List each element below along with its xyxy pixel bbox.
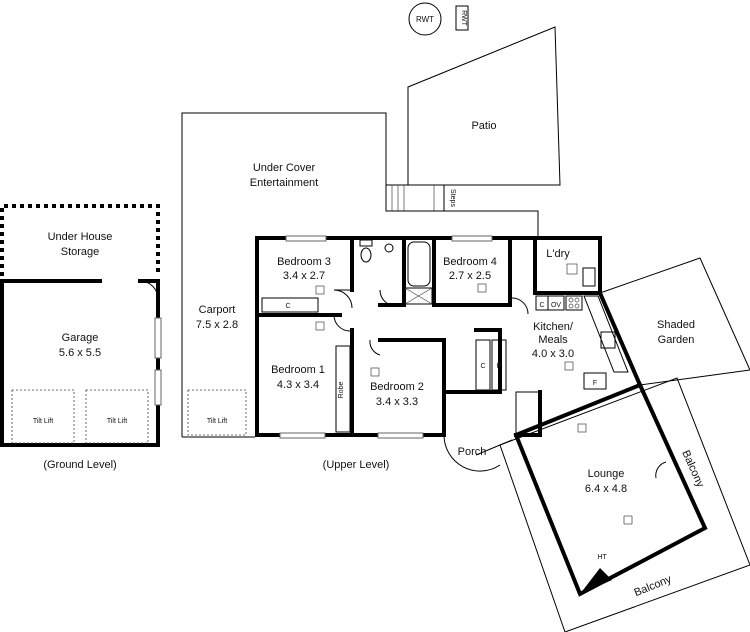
ground-level-caption: (Ground Level) xyxy=(43,459,116,471)
under-house-storage-outline xyxy=(0,204,160,276)
bedroom2-dims: 3.4 x 3.3 xyxy=(376,396,418,408)
upper-level-caption: (Upper Level) xyxy=(323,459,390,471)
garage-tilt-lift-2-label: Tilt Lift xyxy=(107,418,127,425)
garage-label: Garage xyxy=(62,332,99,344)
garage-walls xyxy=(0,279,160,447)
bedroom1-label: Bedroom 1 xyxy=(271,364,325,376)
carport-tilt-lift xyxy=(187,389,247,436)
bedroom4-label: Bedroom 4 xyxy=(443,256,497,268)
undercover-label-1: Under Cover xyxy=(253,162,316,174)
rwt-box-label: RWT xyxy=(460,10,467,27)
kitchen-label-2: Meals xyxy=(538,334,568,346)
robe-label: Robe xyxy=(338,382,345,399)
under-house-label-2: Storage xyxy=(61,246,100,258)
shaded-garden-label-1: Shaded xyxy=(657,319,695,331)
garage-tilt-lift-2 xyxy=(85,389,149,444)
undercover-outline xyxy=(181,112,539,437)
steps-label: Steps xyxy=(449,189,456,207)
rwt-tank-circle xyxy=(408,2,442,36)
lounge-walls xyxy=(513,382,708,597)
heater-label: HT xyxy=(597,554,607,561)
laundry-walls xyxy=(533,236,602,267)
lounge-label: Lounge xyxy=(588,468,625,480)
balcony-outline xyxy=(499,377,750,632)
porch-label: Porch xyxy=(458,446,487,458)
laundry-label: L'dry xyxy=(546,248,570,260)
sink-icon xyxy=(600,331,616,349)
bathtub-icon xyxy=(407,241,431,287)
carport-label: Carport xyxy=(199,304,236,316)
shaded-garden-outline xyxy=(599,257,750,386)
toilet-icon xyxy=(360,247,372,263)
heater-icon xyxy=(580,568,612,594)
cooktop-icon xyxy=(565,295,583,311)
pantry-label: P xyxy=(497,363,502,370)
bedroom2-label: Bedroom 2 xyxy=(370,381,424,393)
carport-tilt-lift-label: Tilt Lift xyxy=(207,418,227,425)
bedroom4-dims: 2.7 x 2.5 xyxy=(449,270,491,282)
garage-dims: 5.6 x 5.5 xyxy=(59,347,101,359)
patio-label: Patio xyxy=(471,120,496,132)
bed3-cupboard-label: C xyxy=(285,303,290,310)
bedroom3-label: Bedroom 3 xyxy=(277,256,331,268)
oven-label: OV xyxy=(551,302,561,309)
lounge-dims: 6.4 x 4.8 xyxy=(585,483,627,495)
kitchen-label-1: Kitchen/ xyxy=(533,321,574,333)
carport-dims: 7.5 x 2.8 xyxy=(196,319,238,331)
under-house-label-1: Under House xyxy=(48,231,113,243)
patio-outline xyxy=(407,26,561,186)
steps-outline xyxy=(385,184,445,212)
rwt-box xyxy=(455,5,469,31)
rwt-tank-label: RWT xyxy=(416,15,434,24)
garage-tilt-lift-1 xyxy=(11,389,75,444)
kitchen-cupboard-label: C xyxy=(539,302,544,309)
kitchen-dims: 4.0 x 3.0 xyxy=(532,348,574,360)
fridge-label: F xyxy=(593,380,597,387)
bedroom1-dims: 4.3 x 3.4 xyxy=(277,379,319,391)
undercover-label-2: Entertainment xyxy=(250,177,318,189)
bedroom3-dims: 3.4 x 2.7 xyxy=(283,270,325,282)
garage-tilt-lift-1-label: Tilt Lift xyxy=(33,418,53,425)
pantry-cupboard-label: C xyxy=(480,363,485,370)
shaded-garden-label-2: Garden xyxy=(658,334,695,346)
